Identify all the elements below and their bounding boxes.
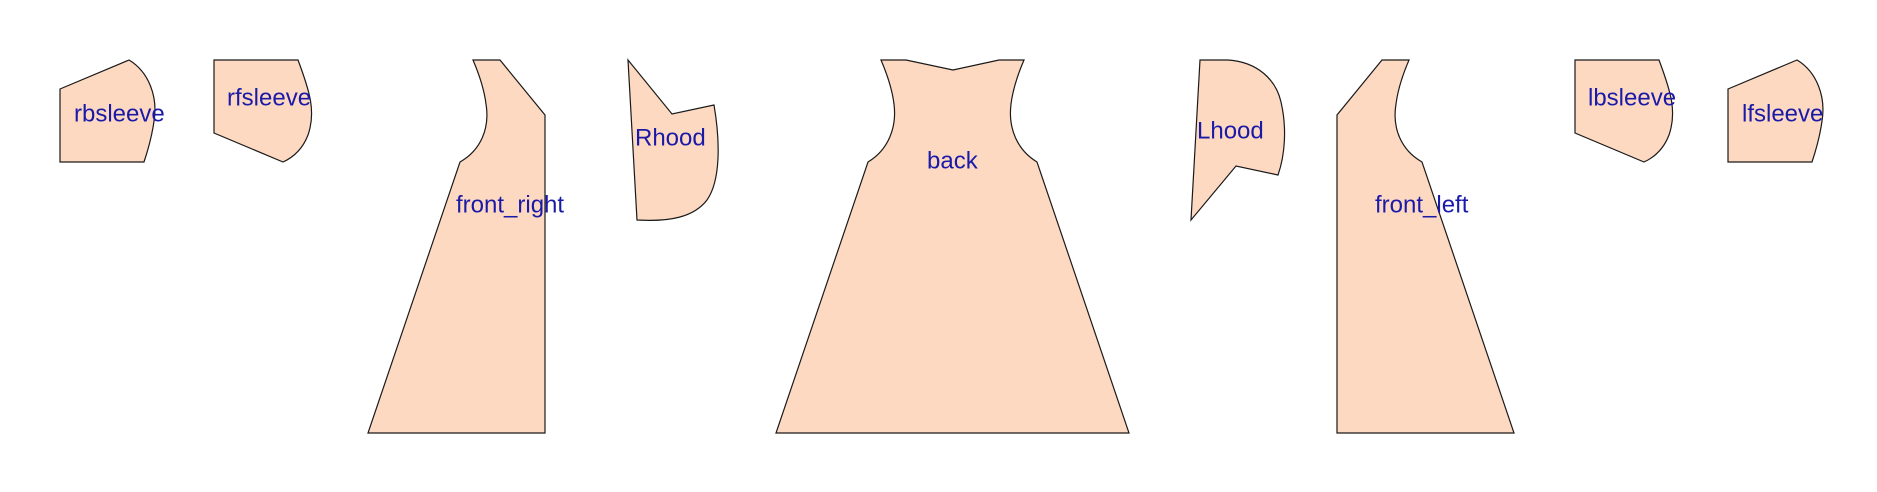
piece-rfsleeve-label: rfsleeve bbox=[227, 84, 311, 111]
piece-front-right-shape[interactable] bbox=[367, 59, 546, 434]
piece-rhood-shape[interactable] bbox=[627, 58, 719, 222]
piece-back-label: back bbox=[927, 147, 979, 174]
piece-back[interactable]: back bbox=[775, 59, 1130, 434]
piece-front-right[interactable]: front_right bbox=[367, 59, 564, 434]
piece-rbsleeve-shape[interactable] bbox=[59, 59, 156, 163]
piece-front-right-label: front_right bbox=[456, 191, 564, 218]
piece-lfsleeve-label: lfsleeve bbox=[1742, 100, 1823, 127]
piece-rfsleeve[interactable]: rfsleeve bbox=[213, 59, 313, 163]
piece-lbsleeve-shape[interactable] bbox=[1574, 59, 1674, 163]
piece-lhood-shape[interactable] bbox=[1190, 59, 1286, 222]
piece-lhood-label: Lhood bbox=[1197, 117, 1264, 144]
piece-lfsleeve-shape[interactable] bbox=[1727, 59, 1824, 163]
piece-rbsleeve-label: rbsleeve bbox=[74, 100, 165, 127]
piece-lfsleeve[interactable]: lfsleeve bbox=[1727, 59, 1824, 163]
piece-rfsleeve-shape[interactable] bbox=[213, 59, 313, 163]
piece-lbsleeve[interactable]: lbsleeve bbox=[1574, 59, 1676, 163]
piece-rhood-label: Rhood bbox=[635, 124, 706, 151]
piece-front-left-shape[interactable] bbox=[1336, 59, 1515, 434]
piece-rhood[interactable]: Rhood bbox=[627, 58, 719, 222]
piece-front-left[interactable]: front_left bbox=[1336, 59, 1515, 434]
piece-rbsleeve[interactable]: rbsleeve bbox=[59, 59, 165, 163]
piece-lhood[interactable]: Lhood bbox=[1190, 59, 1286, 222]
piece-back-shape[interactable] bbox=[775, 59, 1130, 434]
piece-lbsleeve-label: lbsleeve bbox=[1588, 84, 1676, 111]
piece-front-left-label: front_left bbox=[1375, 191, 1469, 218]
